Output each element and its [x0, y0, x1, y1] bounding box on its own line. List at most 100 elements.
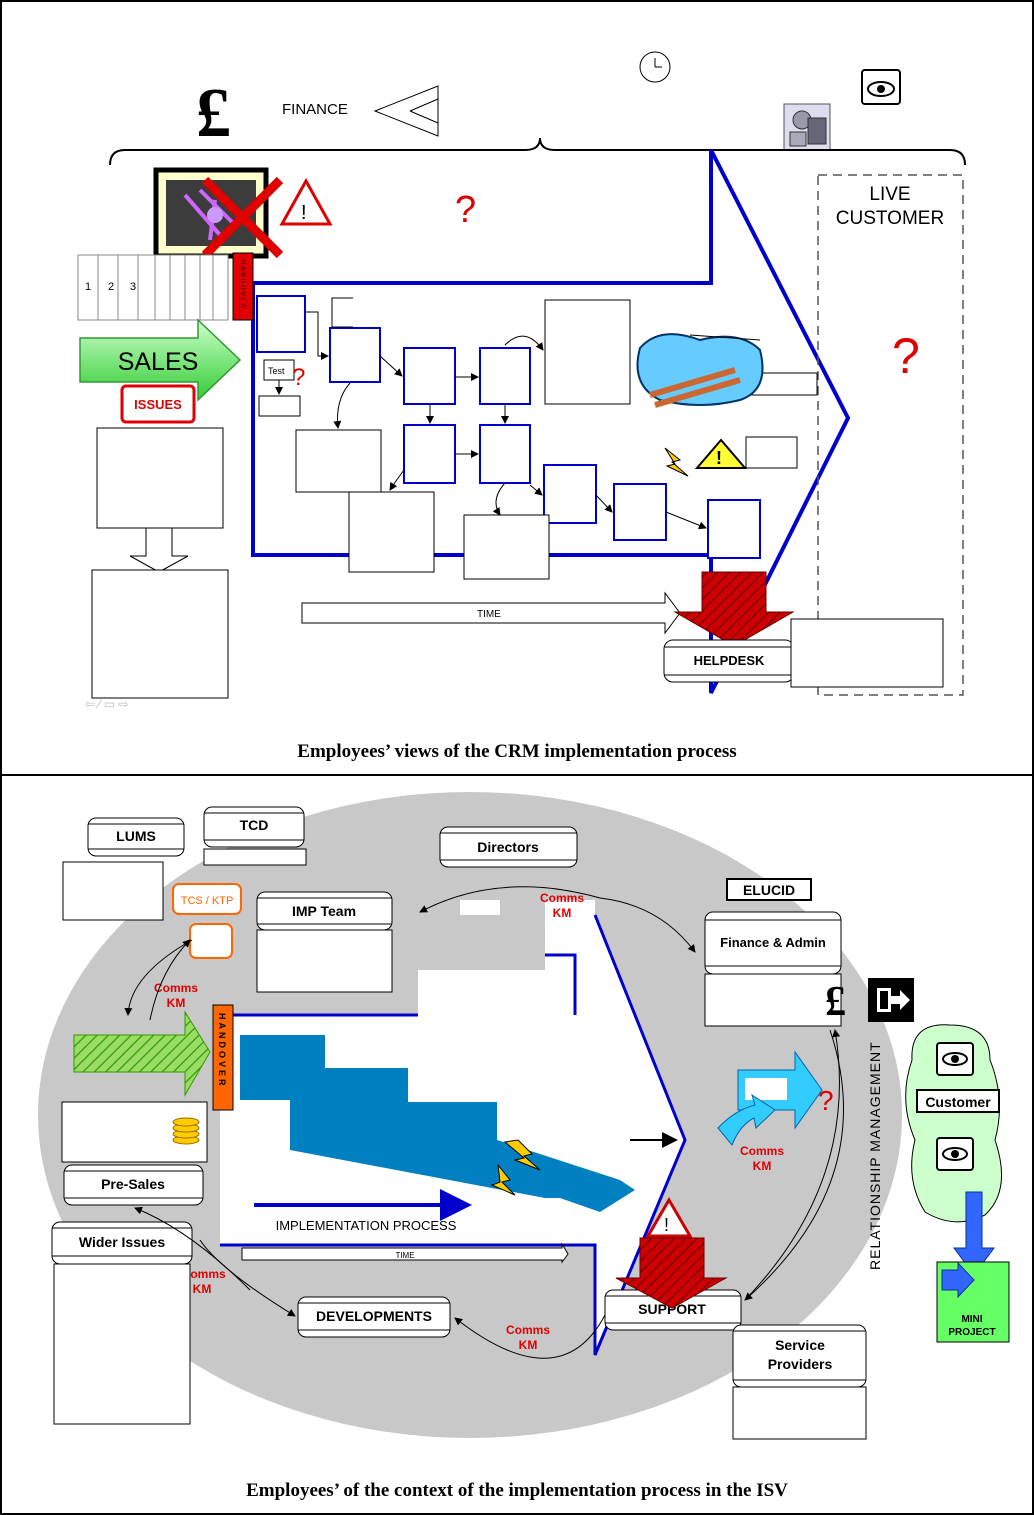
- relationship-management-label: RELATIONSHIP MANAGEMENT: [867, 1041, 883, 1270]
- process-steps: [256, 295, 761, 559]
- issues-detail-box: [96, 427, 224, 529]
- tcs-ktp-box: [172, 883, 242, 915]
- pound-icon-2: £: [825, 979, 846, 1025]
- elucid-box: [726, 878, 812, 901]
- test-question-mark: ?: [292, 364, 305, 391]
- helpdesk-box: [663, 639, 795, 683]
- svg-text:3: 3: [130, 281, 136, 293]
- developments-label: DEVELOPMENTS: [316, 1308, 432, 1324]
- tcd-label: TCD: [240, 817, 269, 833]
- imp-team-label: IMP Team: [292, 903, 356, 919]
- finance-admin-label: Finance & Admin: [720, 935, 826, 950]
- km-label-1: KM: [553, 906, 572, 920]
- time-label-2: TIME: [395, 1251, 414, 1260]
- support-label: SUPPORT: [638, 1301, 706, 1317]
- sales-label: SALES: [118, 348, 199, 376]
- tab-pages: 1 2 3: [77, 254, 229, 321]
- directors-label: Directors: [477, 839, 539, 855]
- sales-arrow: [79, 318, 242, 402]
- helpdesk-note-box: [790, 618, 944, 688]
- developments-box: [297, 1296, 451, 1338]
- implementation-label: IMPLEMENTATION PROCESS: [276, 1218, 457, 1233]
- outcome-box: [91, 569, 229, 699]
- pre-sales-box: [63, 1164, 204, 1206]
- caption-2: Employees’ of the context of the impleme…: [246, 1480, 788, 1501]
- wider-issues-label: Wider Issues: [79, 1234, 165, 1250]
- exit-icon: [868, 978, 914, 1022]
- finance-admin-box: [704, 911, 842, 1027]
- note-box-4: [463, 514, 550, 580]
- cross-icon: [201, 176, 284, 259]
- tcs-ktp-note-box: [189, 923, 233, 959]
- note-box-3: [348, 491, 435, 573]
- live-customer-box: [817, 174, 964, 696]
- service-providers-label-2: Providers: [768, 1356, 833, 1372]
- note-box-2: [295, 429, 382, 493]
- support-box: [604, 1289, 742, 1331]
- lightning-icon-2: [490, 1139, 541, 1196]
- caution-icon: !: [694, 438, 748, 469]
- mini-project-label-2: PROJECT: [948, 1327, 995, 1338]
- panel-2: LUMS TCD Directors ELUCID Finance & Admi…: [38, 792, 1010, 1501]
- service-providers-box: [732, 1324, 867, 1440]
- panel-1: £ FINANCE: [77, 51, 966, 762]
- comms-arrows: [124, 886, 845, 1359]
- time-arrow: [301, 591, 681, 635]
- red-down-arrow-2: [615, 1237, 728, 1309]
- customer-question-mark: ?: [892, 328, 920, 384]
- handover-bar: [212, 1004, 234, 1111]
- finance-label: FINANCE: [282, 101, 348, 118]
- comms-label-3: Comms: [740, 1144, 784, 1158]
- pre-sales-note-box: [61, 1101, 208, 1163]
- warning-icon-2: !: [645, 1197, 693, 1238]
- green-input-arrow: [73, 1010, 211, 1097]
- slide-controls-icon: ⇦ ⁄ ▭ ⇨: [85, 697, 128, 711]
- comms-label-4: omms: [190, 1267, 226, 1281]
- customer-label: Customer: [925, 1094, 991, 1110]
- lums-label: LUMS: [116, 828, 156, 844]
- service-providers-label-1: Service: [775, 1337, 825, 1353]
- mini-project-arrow: [941, 1261, 975, 1299]
- tcd-box: [203, 806, 307, 866]
- comms-label-1: Comms: [540, 891, 584, 905]
- directors-box: [439, 826, 578, 868]
- customer-cloud: [905, 1024, 1003, 1223]
- timeline-brace: [109, 137, 966, 166]
- km-label-5: KM: [519, 1338, 538, 1352]
- lums-box: [87, 817, 185, 857]
- finance-question-mark: ?: [818, 1085, 834, 1116]
- svg-text:!: !: [301, 202, 307, 224]
- imp-team-box: [256, 891, 393, 993]
- issues-box: [120, 384, 196, 424]
- time-label: TIME: [477, 609, 501, 620]
- comms-label-2: Comms: [154, 981, 198, 995]
- question-mark: ?: [455, 189, 476, 231]
- svg-text:!: !: [664, 1215, 669, 1235]
- down-arrow: [129, 527, 189, 573]
- issues-label: ISSUES: [134, 397, 182, 412]
- test-label: Test: [268, 366, 285, 376]
- handover-label-2: HANDOVER: [217, 1013, 227, 1089]
- caption-1: Employees’ views of the CRM implementati…: [297, 741, 736, 762]
- mini-project-label-1: MINI: [961, 1314, 982, 1325]
- eye-icon-3: [936, 1137, 974, 1171]
- eye-icon-2: [936, 1042, 974, 1076]
- tcs-ktp-label: TCS / KTP: [181, 895, 234, 907]
- helpdesk-label: HELPDESK: [694, 653, 765, 668]
- cyan-curve-arrow: [717, 1093, 776, 1146]
- note-box-1: [544, 299, 631, 405]
- warning-icon: !: [279, 177, 333, 226]
- person-computer-icon: [783, 103, 831, 151]
- process-connectors: [333, 335, 707, 530]
- handover-label: HANDOVER: [239, 260, 245, 310]
- handover-strip: [232, 252, 254, 321]
- finance-funnel-icon: [373, 85, 439, 137]
- wider-issues-box: [51, 1221, 193, 1425]
- test-result-box: [258, 395, 301, 417]
- messy-desk-icon: [636, 333, 764, 408]
- customer-box: [916, 1089, 1000, 1113]
- lightning-icon: [664, 447, 689, 477]
- elucid-label: ELUCID: [743, 882, 795, 898]
